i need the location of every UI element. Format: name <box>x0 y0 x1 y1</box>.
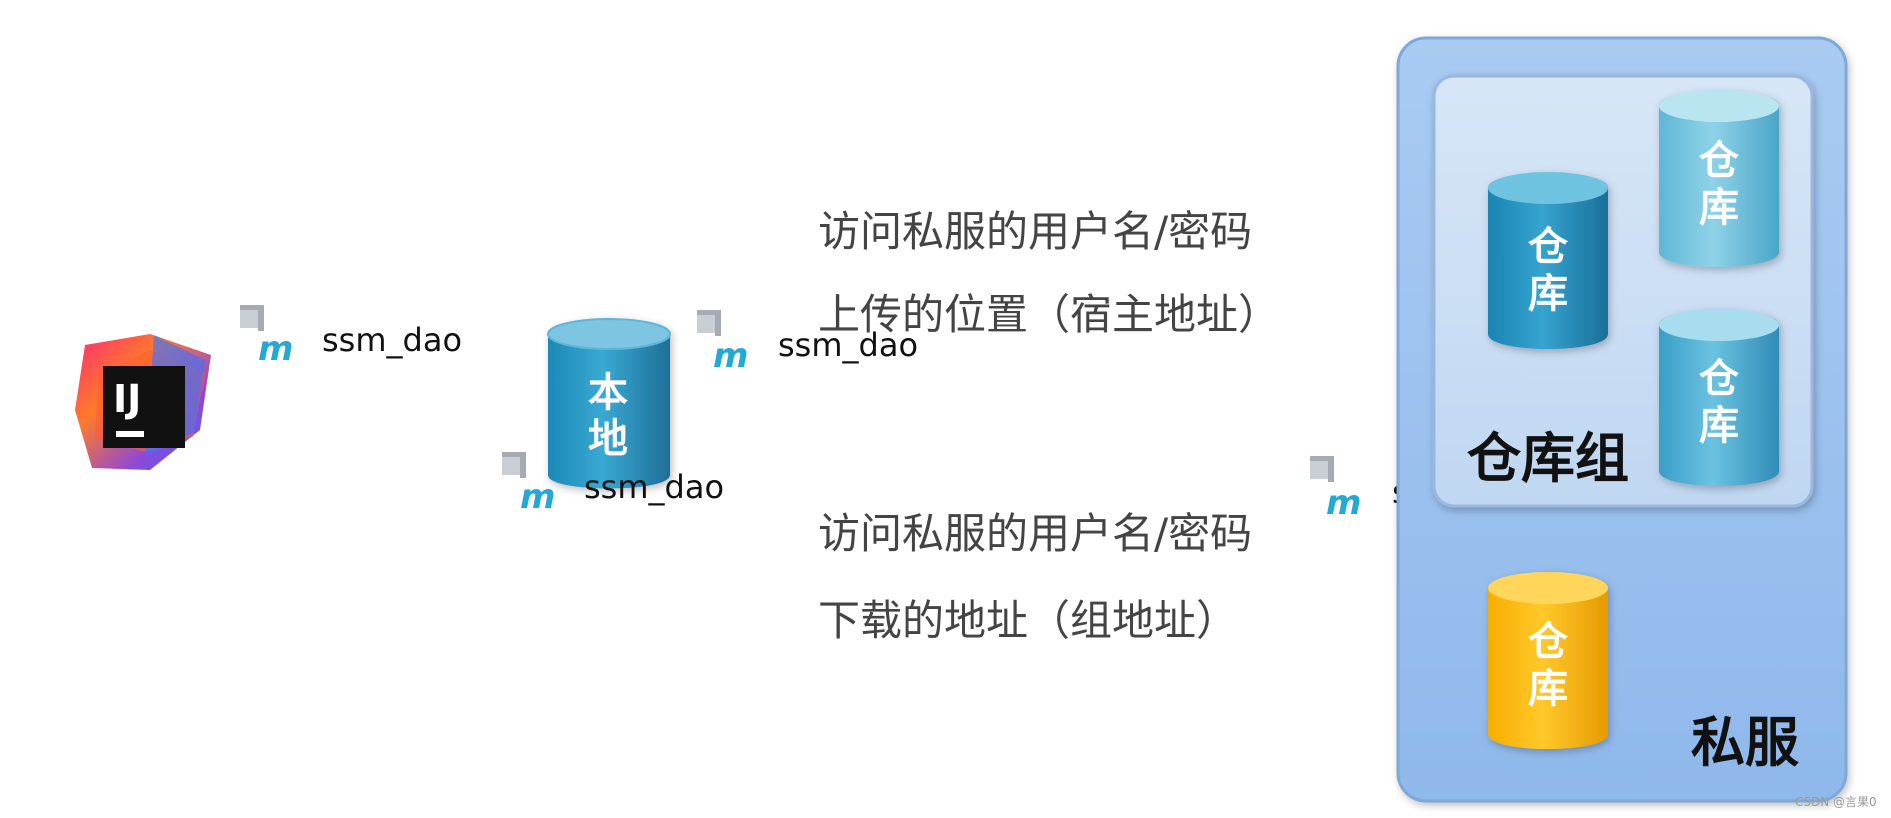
local-repository <box>547 318 671 489</box>
group-repository-proxy-bottom-label-line2: 库 <box>1699 403 1739 449</box>
svg-text:m: m <box>258 329 293 369</box>
artifact-label-ide-to-local: ssm_dao <box>322 321 462 359</box>
maven-artifact-icon: m <box>697 310 748 376</box>
standalone-repository <box>1488 572 1608 749</box>
artifact-label-local-bottom: ssm_dao <box>584 468 724 506</box>
svg-text:m: m <box>1326 483 1361 523</box>
svg-text:m: m <box>520 477 555 517</box>
download-note-line2: 下载的地址（组地址） <box>818 596 1238 645</box>
group-repository-proxy-top <box>1659 90 1779 267</box>
repository-group-title: 仓库组 <box>1467 427 1629 490</box>
group-repository-hosted-label-line2: 库 <box>1528 271 1568 317</box>
upload-note-line2: 上传的位置（宿主地址） <box>818 290 1280 339</box>
maven-artifact-icon: m <box>240 305 293 369</box>
artifact-label-local-to-private: ssm_dao <box>778 326 918 364</box>
group-repository-proxy-bottom <box>1659 309 1779 486</box>
group-repository-hosted-label-line1: 仓 <box>1528 224 1569 270</box>
group-repository-proxy-top-label-line1: 仓 <box>1699 138 1740 184</box>
svg-text:m: m <box>713 336 748 376</box>
group-repository-proxy-top-label-line2: 库 <box>1699 185 1739 231</box>
standalone-repository-label-line1: 仓 <box>1528 619 1569 665</box>
upload-note-line1: 访问私服的用户名/密码 <box>818 207 1252 256</box>
watermark-text: CSDN @言果0 <box>1795 795 1877 809</box>
private-server-title: 私服 <box>1691 711 1799 774</box>
standalone-repository-label-line2: 库 <box>1528 666 1568 712</box>
download-note-line1: 访问私服的用户名/密码 <box>818 509 1252 558</box>
group-repository-proxy-bottom-label-line1: 仓 <box>1699 356 1740 402</box>
local-repository-label-line1: 本 <box>588 370 628 416</box>
maven-artifact-icon: m <box>502 452 555 517</box>
group-repository-hosted <box>1488 172 1608 349</box>
ide-logo-text: IJ <box>113 377 141 421</box>
local-repository-label-line2: 地 <box>588 416 628 462</box>
maven-artifact-icon: m <box>1310 456 1361 523</box>
intellij-logo-icon: IJ <box>75 334 211 470</box>
